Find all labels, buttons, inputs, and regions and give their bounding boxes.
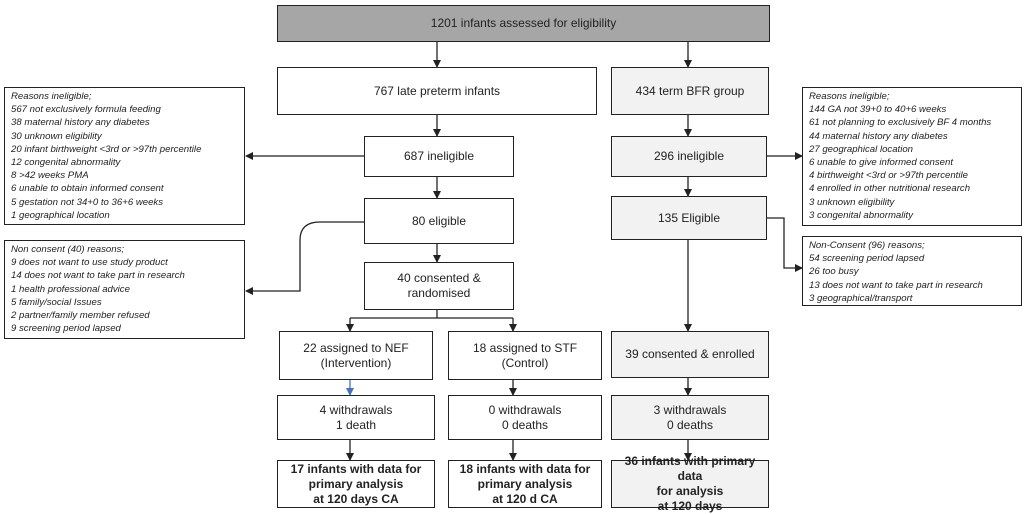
term-final-box: 36 infants with primary data for analysi… (611, 454, 769, 513)
term-bfr-label: 434 term BFR group (635, 83, 745, 98)
stf-withdrawals-line2: 0 deaths (501, 417, 549, 432)
term-withdrawals-box: 3 withdrawals 0 deaths (611, 395, 769, 440)
lp-eligible-box: 80 eligible (364, 198, 514, 244)
nef-withdrawals-line2: 1 death (335, 417, 377, 432)
list-item: 14 does not want to take part in researc… (11, 270, 185, 282)
note-title: Reasons ineligible; (11, 91, 92, 102)
note-title: Non consent (40) reasons; (11, 244, 125, 255)
nef-withdrawals-box: 4 withdrawals 1 death (277, 395, 435, 440)
stf-final-line3: at 120 d CA (492, 491, 558, 506)
nef-box: 22 assigned to NEF (Intervention) (279, 331, 433, 380)
list-item: 2 partner/family member refused (11, 310, 150, 322)
term-final-line3: at 120 days (657, 499, 723, 513)
term-withdrawals-line1: 3 withdrawals (653, 402, 727, 417)
term-final-line1: 36 infants with primary data (624, 454, 756, 483)
stf-withdrawals-box: 0 withdrawals 0 deaths (448, 395, 602, 440)
stf-withdrawals-line1: 0 withdrawals (488, 402, 562, 417)
list-item: 27 geographical location (809, 143, 914, 155)
list-item: 144 GA not 39+0 to 40+6 weeks (809, 104, 947, 116)
list-item: 44 maternal history any diabetes (809, 130, 948, 142)
list-item: 38 maternal history any diabetes (11, 117, 150, 129)
note-title: Reasons ineligible; (809, 91, 890, 102)
list-item: 3 congenital abnormality (809, 209, 913, 221)
list-item: 8 >42 weeks PMA (11, 170, 89, 182)
term-withdrawals-line2: 0 deaths (666, 417, 714, 432)
stf-box: 18 assigned to STF (Control) (448, 331, 602, 380)
lp-nonconsent-reasons: Non consent (40) reasons; 9 does not wan… (4, 240, 245, 339)
list-item: 3 unknown eligibility (809, 196, 895, 208)
term-ineligible-box: 296 ineligible (611, 136, 767, 177)
term-nonconsent-reasons: Non-Consent (96) reasons; 54 screening p… (802, 236, 1022, 306)
list-item: 20 infant birthweight <3rd or >97th perc… (11, 143, 202, 155)
stf-line1: 18 assigned to STF (472, 340, 578, 355)
list-item: 9 does not want to use study product (11, 257, 168, 269)
nef-final-line1: 17 infants with data for (290, 461, 422, 476)
stf-final-box: 18 infants with data for primary analysi… (448, 460, 602, 508)
list-item: 6 unable to give informed consent (809, 157, 953, 169)
list-item: 9 screening period lapsed (11, 323, 121, 335)
list-item: 5 gestation not 34+0 to 36+6 weeks (11, 196, 164, 208)
nef-final-box: 17 infants with data for primary analysi… (277, 460, 435, 508)
lp-eligible-label: 80 eligible (411, 213, 467, 228)
lp-ineligible-reasons: Reasons ineligible; 567 not exclusively … (4, 87, 245, 225)
term-enrolled-box: 39 consented & enrolled (611, 331, 769, 378)
list-item: 12 congenital abnormality (11, 157, 121, 169)
list-item: 13 does not want to take part in researc… (809, 279, 983, 291)
term-final-line2: for analysis (656, 484, 724, 498)
lp-ineligible-label: 687 ineligible (403, 149, 475, 163)
late-preterm-label: 767 late preterm infants (373, 83, 501, 98)
term-bfr-box: 434 term BFR group (611, 67, 769, 115)
stf-line2: (Control) (501, 355, 549, 370)
nef-final-line2: primary analysis (308, 476, 404, 491)
list-item: 567 not exclusively formula feeding (11, 104, 161, 116)
term-eligible-label: 135 Eligible (657, 210, 721, 225)
assessed-box: 1201 infants assessed for eligibility (277, 5, 770, 42)
term-enrolled-label: 39 consented & enrolled (625, 347, 755, 361)
note-title: Non-Consent (96) reasons; (809, 240, 925, 251)
list-item: 4 birthweight <3rd or >97th percentile (809, 170, 968, 182)
late-preterm-box: 767 late preterm infants (277, 67, 597, 115)
list-item: 26 too busy (809, 266, 859, 278)
term-eligible-box: 135 Eligible (611, 196, 767, 240)
term-ineligible-label: 296 ineligible (653, 149, 725, 163)
term-ineligible-reasons: Reasons ineligible; 144 GA not 39+0 to 4… (802, 87, 1022, 226)
nef-line1: 22 assigned to NEF (303, 340, 409, 355)
list-item: 1 health professional advice (11, 283, 130, 295)
list-item: 30 unknown eligibility (11, 130, 102, 142)
lp-randomised-box: 40 consented & randomised (364, 262, 514, 310)
stf-final-line1: 18 infants with data for (459, 461, 591, 476)
lp-randomised-label: 40 consented & randomised (397, 271, 481, 300)
list-item: 6 unable to obtain informed consent (11, 183, 164, 195)
list-item: 5 family/social Issues (11, 296, 102, 308)
nef-line2: (Intervention) (320, 355, 392, 370)
list-item: 1 geographical location (11, 209, 110, 221)
list-item: 61 not planning to exclusively BF 4 mont… (809, 117, 992, 129)
list-item: 3 geographical/transport (809, 292, 913, 304)
nef-final-line3: at 120 days CA (313, 491, 399, 506)
list-item: 54 screening period lapsed (809, 253, 925, 265)
list-item: 4 enrolled in other nutritional research (809, 183, 971, 195)
lp-ineligible-box: 687 ineligible (364, 136, 514, 177)
nef-withdrawals-line1: 4 withdrawals (319, 402, 393, 417)
assessed-label: 1201 infants assessed for eligibility (430, 16, 617, 30)
stf-final-line2: primary analysis (477, 476, 573, 491)
